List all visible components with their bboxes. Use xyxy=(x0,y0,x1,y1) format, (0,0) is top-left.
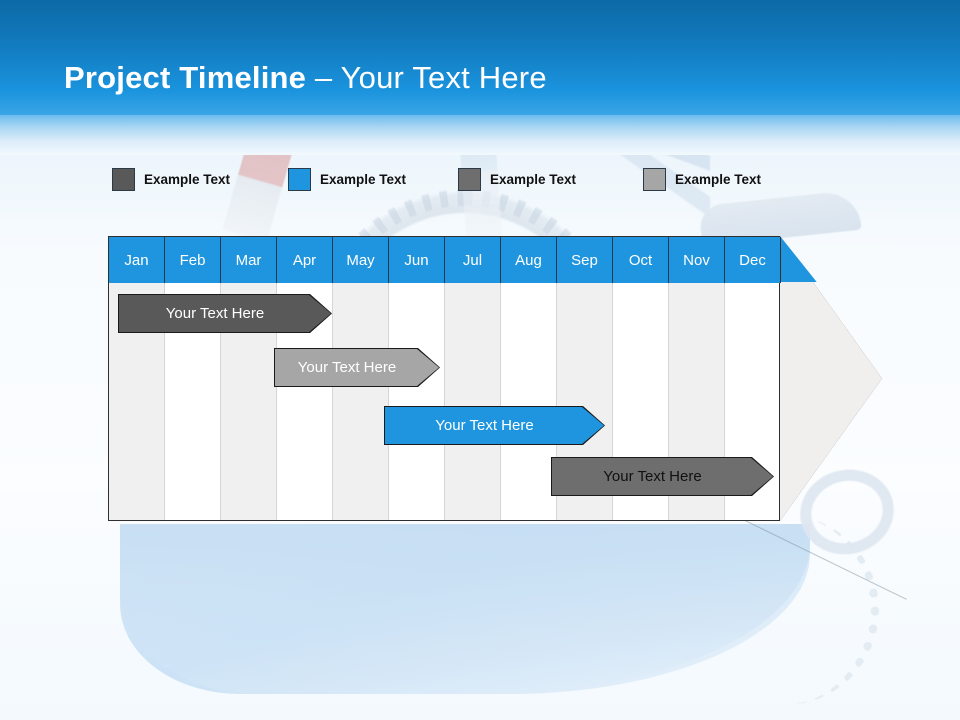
task-bar[interactable]: Your Text Here xyxy=(119,295,331,332)
legend-swatch-icon xyxy=(643,168,666,191)
chain-image xyxy=(683,508,886,712)
month-header-cell[interactable]: Dec xyxy=(725,237,781,283)
month-header-cell[interactable]: Jun xyxy=(389,237,445,283)
month-header-cell[interactable]: Jul xyxy=(445,237,501,283)
month-header-cell[interactable]: Apr xyxy=(277,237,333,283)
task-bar-label: Your Text Here xyxy=(297,359,397,376)
page-title-light: Your Text Here xyxy=(340,60,547,95)
month-header-cell[interactable]: Aug xyxy=(501,237,557,283)
task-bar[interactable]: Your Text Here xyxy=(552,458,773,495)
legend: Example Text Example Text Example Text Exam… xyxy=(112,168,812,196)
page-title: Project Timeline – Your Text Here xyxy=(64,60,547,96)
header-banner xyxy=(0,0,960,125)
page-title-bold: Project Timeline xyxy=(64,60,307,95)
month-header-cell[interactable]: Sep xyxy=(557,237,613,283)
month-header-cell[interactable]: Jan xyxy=(109,237,165,283)
blue-reflection-shape xyxy=(120,524,810,694)
task-bar[interactable]: Your Text Here xyxy=(275,349,439,386)
grid-column xyxy=(445,237,501,520)
legend-label: Example Text xyxy=(675,172,762,187)
task-bar-label: Your Text Here xyxy=(165,305,265,322)
blue-reflection-highlight xyxy=(120,524,810,694)
legend-label: Example Text xyxy=(320,172,407,187)
timeline-arrow-tip xyxy=(780,236,882,521)
month-header-cell[interactable]: May xyxy=(333,237,389,283)
task-bar-label: Your Text Here xyxy=(603,468,702,485)
legend-label: Example Text xyxy=(490,172,577,187)
grid-column xyxy=(389,237,445,520)
grid-column xyxy=(109,237,165,520)
grid-column xyxy=(165,237,221,520)
timeline-arrow-tip-header xyxy=(780,236,817,282)
month-header-cell[interactable]: Nov xyxy=(669,237,725,283)
legend-item[interactable]: Example Text xyxy=(643,168,761,191)
diagonal-line xyxy=(705,520,907,681)
legend-swatch-icon xyxy=(288,168,311,191)
month-header-cell[interactable]: Oct xyxy=(613,237,669,283)
grid-column xyxy=(613,237,669,520)
month-header-cell[interactable]: Mar xyxy=(221,237,277,283)
legend-label: Example Text xyxy=(144,172,231,187)
legend-swatch-icon xyxy=(458,168,481,191)
header-fade xyxy=(0,115,960,155)
month-header-cell[interactable]: Feb xyxy=(165,237,221,283)
legend-item[interactable]: Example Text xyxy=(458,168,576,191)
grid-column xyxy=(501,237,557,520)
legend-swatch-icon xyxy=(112,168,135,191)
task-bar[interactable]: Your Text Here xyxy=(385,407,604,444)
page-title-separator: – xyxy=(306,60,341,95)
legend-item[interactable]: Example Text xyxy=(288,168,406,191)
grid-column xyxy=(221,237,277,520)
legend-item[interactable]: Example Text xyxy=(112,168,230,191)
task-bar-label: Your Text Here xyxy=(435,417,534,434)
